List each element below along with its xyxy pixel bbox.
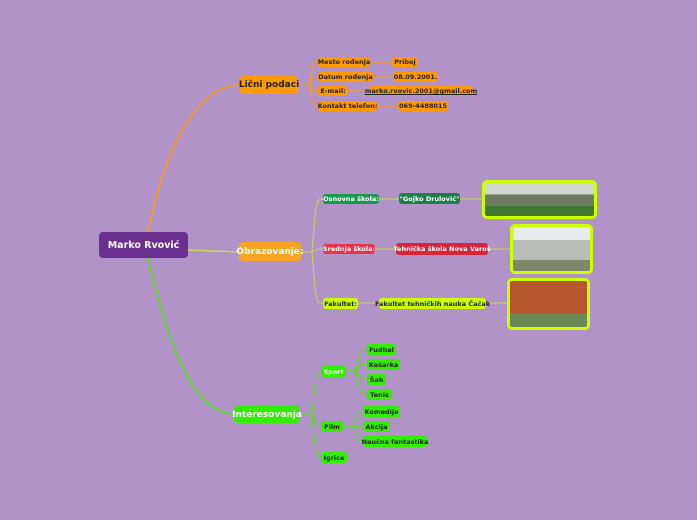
srednja-value[interactable]: Tehnička škola Nova Varoš <box>393 243 491 255</box>
fakultet-value[interactable]: Fakultet tehničkih nauka Čačak <box>374 298 491 309</box>
tenis-node[interactable]: Tenis <box>367 389 392 400</box>
datum-value[interactable]: 08.09.2001. <box>393 72 438 82</box>
sah-node[interactable]: Šah <box>367 374 386 385</box>
obrazovanje-node[interactable]: Obrazovanje: <box>236 242 304 261</box>
mesto-value[interactable]: Priboj <box>392 57 418 67</box>
root-node[interactable]: Marko Rvović <box>99 232 188 258</box>
akcija-node[interactable]: Akcija <box>363 421 390 432</box>
film-node[interactable]: Film <box>321 421 343 432</box>
fudbal-node[interactable]: Fudbal <box>367 344 396 355</box>
kosarka-node[interactable]: Košarka <box>367 359 400 370</box>
komedija-node[interactable]: Komedija <box>363 406 400 417</box>
osnovna-label[interactable]: Osnovna škola: <box>323 194 379 204</box>
email-value[interactable]: marko.rvovic.2001@gmail.com <box>364 86 478 96</box>
fakultet-photo <box>507 278 590 330</box>
sport-node[interactable]: Sport <box>321 366 346 377</box>
igrice-node[interactable]: Igrice <box>321 452 347 463</box>
naucna-fantastika-node[interactable]: Naučna fantastika <box>361 436 429 447</box>
telefon-label[interactable]: Kontakt telefon: <box>317 101 378 111</box>
osnovna-skola-photo <box>482 180 597 219</box>
mesto-label[interactable]: Mesto rođenja <box>317 57 371 67</box>
licni-podaci-node[interactable]: Lični podaci <box>239 76 299 94</box>
srednja-label[interactable]: Srednja škola: <box>322 244 376 254</box>
osnovna-value[interactable]: "Gojko Drulović" <box>399 193 460 204</box>
interesovanja-node[interactable]: Interesovanja <box>232 406 302 423</box>
srednja-skola-photo <box>510 224 593 274</box>
email-label[interactable]: E-mail: <box>318 86 348 96</box>
datum-label[interactable]: Datum rođenja <box>318 72 373 82</box>
fakultet-label[interactable]: Fakultet: <box>323 298 358 309</box>
telefon-value[interactable]: 069-4488015 <box>398 101 448 111</box>
